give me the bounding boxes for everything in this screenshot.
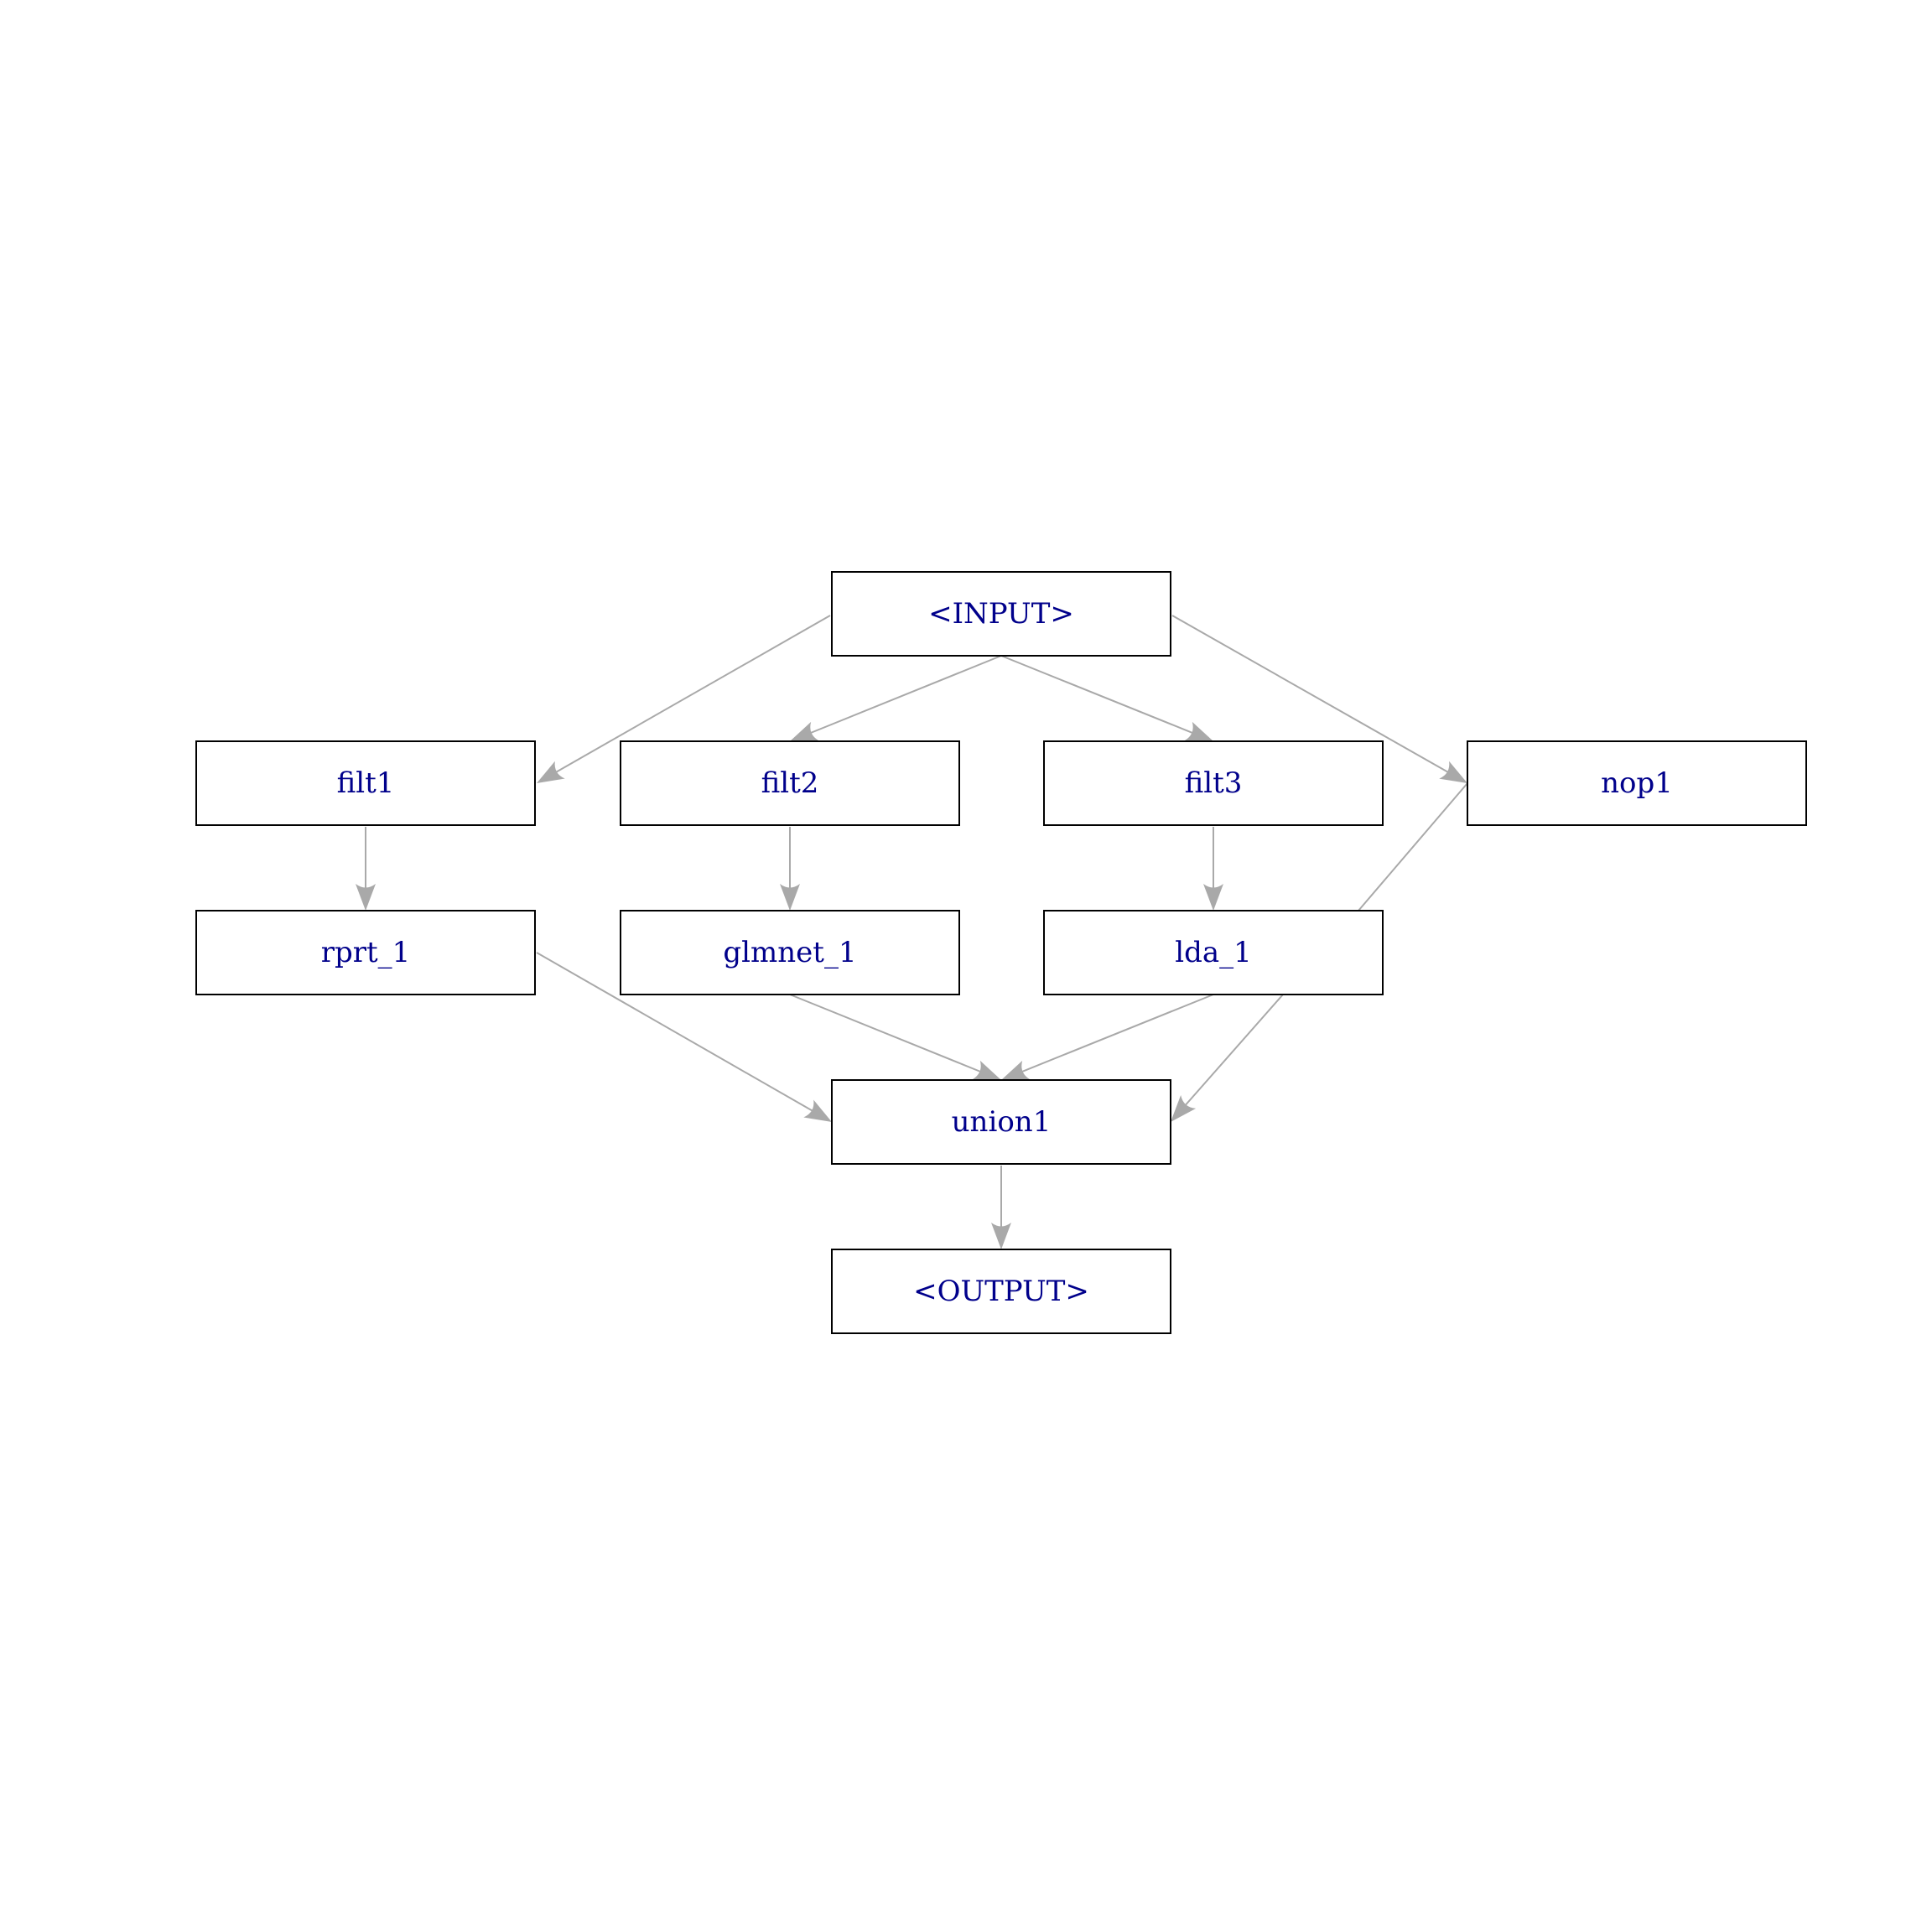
node-rprt_1[interactable]: rprt_1 <box>195 910 536 995</box>
node-union1[interactable]: union1 <box>831 1079 1171 1165</box>
node-filt3[interactable]: filt3 <box>1043 740 1384 826</box>
node-glmnet_1[interactable]: glmnet_1 <box>620 910 960 995</box>
node-box <box>195 740 536 826</box>
node-filt1[interactable]: filt1 <box>195 740 536 826</box>
edge-input-to-filt2 <box>790 655 1002 741</box>
arrowhead-icon <box>537 761 565 783</box>
edge-input-to-filt3 <box>1000 655 1213 741</box>
edge-input-to-filt1 <box>537 615 831 783</box>
edge-line <box>808 655 1002 735</box>
node-filt2[interactable]: filt2 <box>620 740 960 826</box>
edge-union1-to-output <box>991 1166 1011 1249</box>
node-box <box>620 740 960 826</box>
node-nop1[interactable]: nop1 <box>1467 740 1807 826</box>
node-box <box>1043 910 1384 995</box>
edge-filt2-to-glmnet_1 <box>780 827 800 911</box>
arrowhead-icon <box>972 1060 1001 1080</box>
node-box <box>1467 740 1807 826</box>
node-input[interactable]: <INPUT> <box>831 571 1171 657</box>
node-label: filt3 <box>1185 766 1243 800</box>
node-box <box>620 910 960 995</box>
arrowhead-icon <box>1184 721 1213 741</box>
edges-layer <box>356 615 1468 1249</box>
edge-filt1-to-rprt_1 <box>356 827 376 911</box>
nodes-layer: <INPUT> filt1 filt2 filt3 nop1 rprt_1 glmnet_1… <box>195 571 1807 1334</box>
arrowhead-icon <box>1171 1095 1197 1122</box>
edge-line <box>789 994 984 1073</box>
edge-lda_1-to-union1 <box>1001 994 1214 1080</box>
node-label: rprt_1 <box>321 936 411 969</box>
edge-filt3-to-lda_1 <box>1203 827 1223 911</box>
edge-line <box>1171 615 1451 775</box>
arrowhead-icon <box>356 884 376 911</box>
node-box <box>831 1249 1171 1334</box>
node-box <box>831 571 1171 657</box>
arrowhead-icon <box>1203 884 1223 911</box>
edge-input-to-nop1 <box>1171 615 1467 783</box>
node-label: lda_1 <box>1175 936 1252 969</box>
edge-rprt_1-to-union1 <box>536 952 832 1122</box>
node-lda_1[interactable]: lda_1 <box>1043 910 1384 995</box>
node-box <box>195 910 536 995</box>
node-output[interactable]: <OUTPUT> <box>831 1249 1171 1334</box>
node-label: <INPUT> <box>928 597 1074 631</box>
node-box <box>831 1079 1171 1165</box>
edge-line <box>1000 655 1196 735</box>
edge-line <box>1019 994 1214 1073</box>
edge-line <box>536 952 815 1113</box>
edge-line <box>553 615 831 774</box>
arrowhead-icon <box>803 1099 832 1122</box>
node-label: union1 <box>952 1105 1052 1139</box>
arrowhead-icon <box>790 721 819 741</box>
node-box <box>1043 740 1384 826</box>
node-label: glmnet_1 <box>723 936 856 969</box>
node-label: filt1 <box>337 766 395 800</box>
node-label: filt2 <box>761 766 819 800</box>
arrowhead-icon <box>780 884 800 911</box>
arrowhead-icon <box>1439 761 1467 783</box>
edge-glmnet_1-to-union1 <box>789 994 1001 1080</box>
node-label: <OUTPUT> <box>913 1275 1089 1308</box>
arrowhead-icon <box>991 1223 1011 1249</box>
arrowhead-icon <box>1001 1060 1031 1080</box>
node-label: nop1 <box>1601 766 1673 800</box>
